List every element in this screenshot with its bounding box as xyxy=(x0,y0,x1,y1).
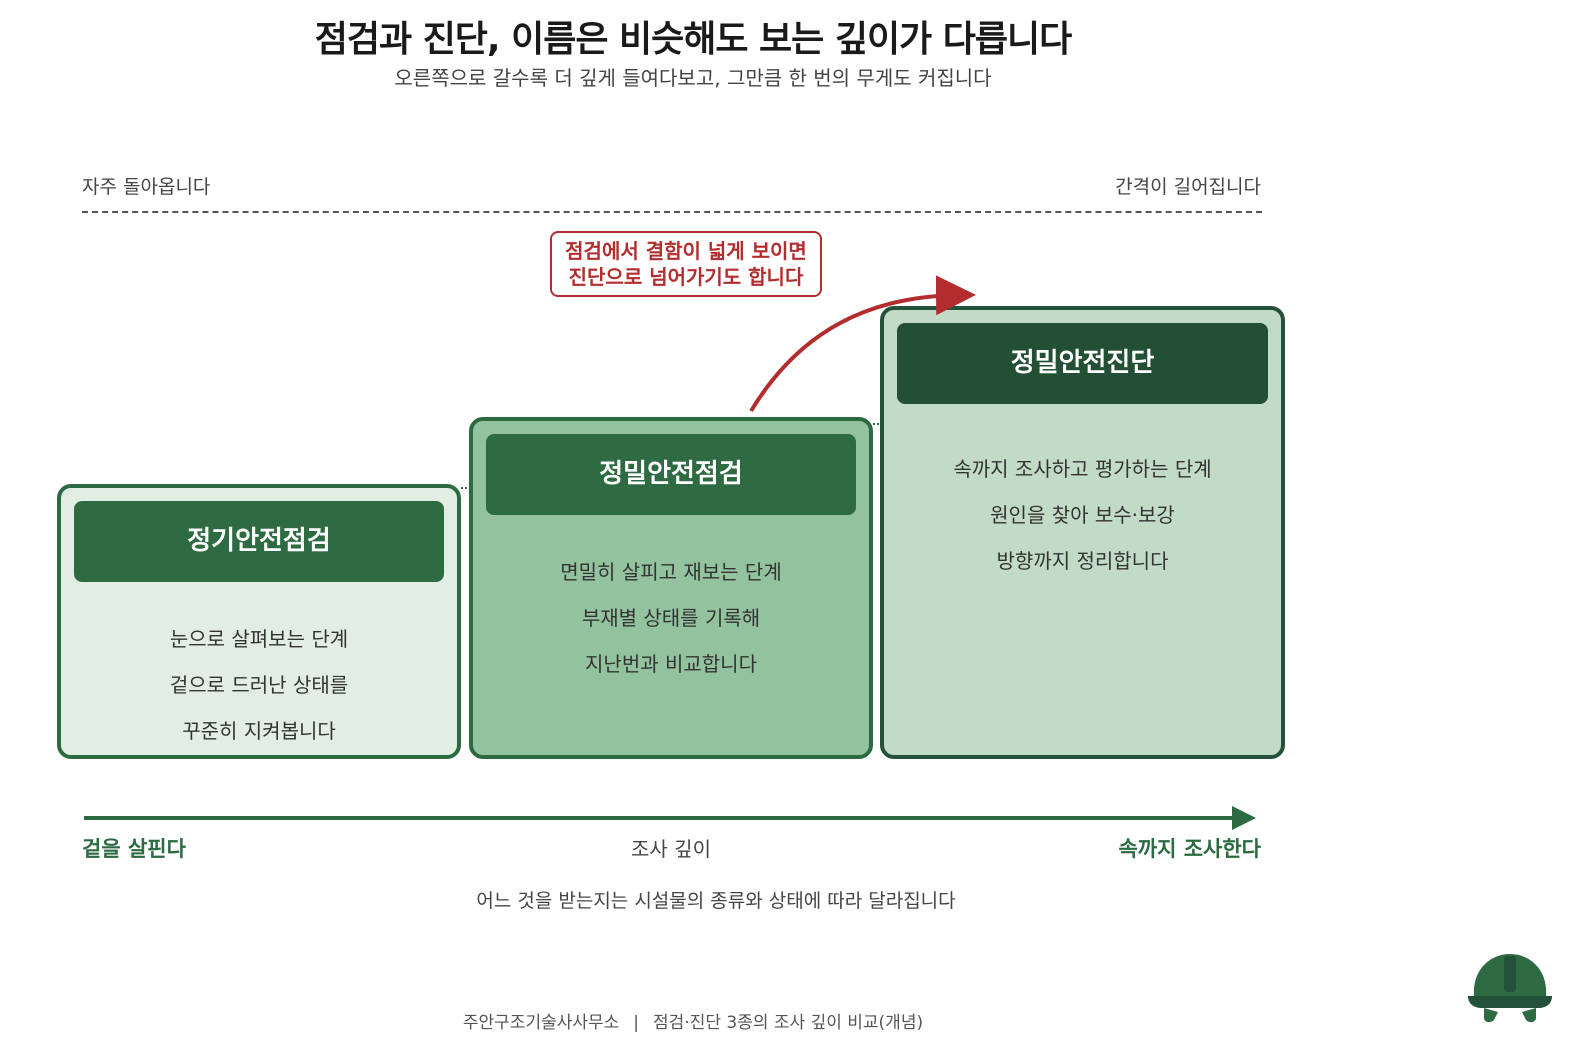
frequency-dashed-line xyxy=(82,211,1262,213)
step-card-detailed-inspection: 정밀안전점검 면밀히 살피고 재보는 단계 부재별 상태를 기록해 지난번과 비… xyxy=(469,417,873,759)
depth-axis-arrowhead xyxy=(1232,806,1256,830)
page-title: 점검과 진단, 이름은 비슷해도 보는 깊이가 다릅니다 xyxy=(314,19,1072,60)
axis-label-center: 조사 깊이 xyxy=(631,837,711,861)
step-card-regular-inspection: 정기안전점검 눈으로 살펴보는 단계 겉으로 드러난 상태를 꾸준히 지켜봅니다 xyxy=(57,484,461,759)
callout-line-2: 진단으로 넘어가기도 합니다 xyxy=(568,265,804,289)
step-desc-line: 면밀히 살피고 재보는 단계 xyxy=(560,560,782,584)
escalation-callout: 점검에서 결함이 넓게 보이면 진단으로 넘어가기도 합니다 xyxy=(550,231,822,297)
note-text: 어느 것을 받는지는 시설물의 종류와 상태에 따라 달라집니다 xyxy=(476,890,956,912)
step-description: 눈으로 살펴보는 단계 겉으로 드러난 상태를 꾸준히 지켜봅니다 xyxy=(61,616,457,754)
callout-line-1: 점검에서 결함이 넓게 보이면 xyxy=(565,239,807,263)
escalation-arrow xyxy=(749,275,976,413)
step-description: 속까지 조사하고 평가하는 단계 원인을 찾아 보수·보강 방향까지 정리합니다 xyxy=(884,446,1281,584)
step-desc-line: 꾸준히 지켜봅니다 xyxy=(182,719,336,743)
page-subtitle: 오른쪽으로 갈수록 더 깊게 들여다보고, 그만큼 한 번의 무게도 커집니다 xyxy=(394,66,992,90)
step-desc-line: 방향까지 정리합니다 xyxy=(996,549,1169,573)
footer: 주안구조기술사사무소 | 점검·진단 3종의 조사 깊이 비교(개념) xyxy=(0,1008,1386,1033)
step-title: 정기안전점검 xyxy=(74,501,444,582)
frequency-label-left: 자주 돌아옵니다 xyxy=(82,176,211,198)
step-desc-line: 겉으로 드러난 상태를 xyxy=(169,673,349,697)
step-desc-line: 부재별 상태를 기록해 xyxy=(581,606,761,630)
step-desc-line: 원인을 찾아 보수·보강 xyxy=(990,503,1175,527)
hard-hat-icon xyxy=(1468,954,1552,1023)
step-card-safety-diagnosis: 정밀안전진단 속까지 조사하고 평가하는 단계 원인을 찾아 보수·보강 방향까… xyxy=(880,306,1285,759)
step-title: 정밀안전진단 xyxy=(897,323,1268,404)
footer-org: 주안구조기술사사무소 xyxy=(462,1013,620,1033)
step-description: 면밀히 살피고 재보는 단계 부재별 상태를 기록해 지난번과 비교합니다 xyxy=(473,549,869,687)
frequency-label-right: 간격이 길어집니다 xyxy=(1115,176,1261,198)
axis-label-left: 겉을 살핀다 xyxy=(82,837,186,861)
axis-label-right: 속까지 조사한다 xyxy=(1118,837,1261,861)
step-title: 정밀안전점검 xyxy=(486,434,856,515)
step-desc-line: 속까지 조사하고 평가하는 단계 xyxy=(953,457,1212,481)
footer-separator: | xyxy=(633,1013,640,1033)
footer-caption: 점검·진단 3종의 조사 깊이 비교(개념) xyxy=(653,1013,924,1033)
step-desc-line: 지난번과 비교합니다 xyxy=(585,652,757,676)
step-desc-line: 눈으로 살펴보는 단계 xyxy=(169,627,349,651)
